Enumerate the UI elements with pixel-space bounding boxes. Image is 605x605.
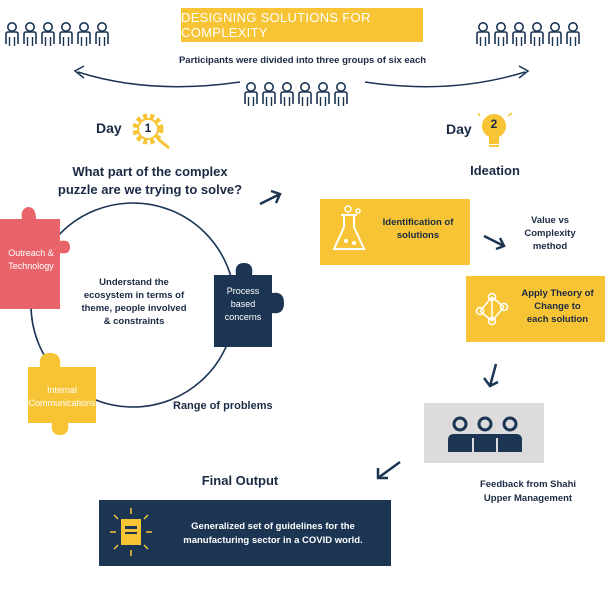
theory-line3: each solution <box>526 314 589 325</box>
final-output-heading: Final Output <box>201 473 279 488</box>
final-output-box <box>99 500 391 566</box>
network-icon <box>475 292 509 326</box>
arrow-down-left-icon <box>376 460 401 480</box>
identification-line1: Identification of <box>382 217 454 228</box>
arrow-down-icon <box>483 363 499 388</box>
arrow-down-right-icon <box>483 234 506 251</box>
day1-number: 1 <box>144 121 152 135</box>
internal-line2: Communications <box>28 398 96 408</box>
lab-flask-icon <box>332 205 366 250</box>
value-complexity-line2: Complexity <box>524 228 576 239</box>
final-line1: Generalized set of guidelines for the <box>191 521 355 532</box>
gear-wrench-icon <box>132 113 170 150</box>
final-line2: manufacturing sector in a COVID world. <box>183 535 363 546</box>
day2-label: Day <box>446 121 472 137</box>
cycle-text-line4: & constraints <box>103 316 165 327</box>
outreach-line1: Outreach & <box>8 248 54 258</box>
puzzle-piece-process <box>214 263 284 347</box>
theory-of-change-text: Apply Theory of Change to each solution <box>510 287 605 326</box>
puzzle-piece-internal <box>28 353 96 435</box>
participants-note: Participants were divided into three gro… <box>178 55 427 66</box>
puzzle-label-process: Process based concerns <box>214 285 272 324</box>
cycle-text-line1: Understand the <box>99 277 169 288</box>
people-group-center-icon <box>244 82 348 107</box>
feedback-line1: Feedback from Shahi <box>479 479 577 490</box>
range-of-problems: Range of problems <box>173 400 273 412</box>
people-group-right-icon <box>476 21 580 47</box>
participant-groups <box>5 21 580 107</box>
meeting-people-icon <box>448 416 522 452</box>
final-output-text: Generalized set of guidelines for the ma… <box>158 520 388 548</box>
ideation-heading: Ideation <box>470 163 520 178</box>
identification-line2: solutions <box>396 230 440 241</box>
problem-cycle-diagram <box>0 202 284 435</box>
theory-line2: Change to <box>534 301 581 312</box>
arrow-left-curve-icon <box>77 71 241 88</box>
value-complexity-line1: Value vs <box>530 215 570 226</box>
cycle-text-line2: ecosystem in terms of <box>83 290 185 301</box>
theory-line1: Apply Theory of <box>521 288 594 299</box>
feedback-line2: Upper Management <box>483 493 573 504</box>
title-text: DESIGNING SOLUTIONS FOR COMPLEXITY <box>181 10 371 40</box>
process-line3: concerns <box>224 312 262 322</box>
day1-question-line1: What part of the complex <box>72 164 228 179</box>
cycle-text-line3: theme, people involved <box>81 303 187 314</box>
day1-question: What part of the complex puzzle are we t… <box>20 163 280 199</box>
people-group-left-icon <box>5 21 109 47</box>
cycle-text: Understand the ecosystem in terms of the… <box>64 276 204 328</box>
day1-label: Day <box>96 120 122 136</box>
value-complexity-text: Value vs Complexity method <box>510 214 590 253</box>
outreach-line2: Technology <box>8 261 54 271</box>
puzzle-label-internal: Internal Communications <box>22 384 102 410</box>
process-line1: Process <box>226 286 260 296</box>
identification-text: Identification of solutions <box>368 216 468 242</box>
lightbulb-icon <box>478 112 513 147</box>
internal-line1: Internal <box>46 385 78 395</box>
day1-question-line2: puzzle are we trying to solve? <box>57 182 243 197</box>
arrow-right-curve-icon <box>364 71 526 88</box>
arrow-right-icon <box>259 189 282 206</box>
puzzle-label-outreach: Outreach & Technology <box>2 247 60 273</box>
feedback-box <box>424 403 544 463</box>
day2-number: 2 <box>490 117 498 131</box>
theory-of-change-box <box>466 276 605 342</box>
feedback-text: Feedback from Shahi Upper Management <box>458 478 598 506</box>
process-line2: based <box>230 299 256 309</box>
puzzle-piece-outreach <box>0 207 70 309</box>
book-icon <box>110 508 152 556</box>
title-banner: DESIGNING SOLUTIONS FOR COMPLEXITY <box>181 8 423 42</box>
value-complexity-line3: method <box>532 241 568 252</box>
